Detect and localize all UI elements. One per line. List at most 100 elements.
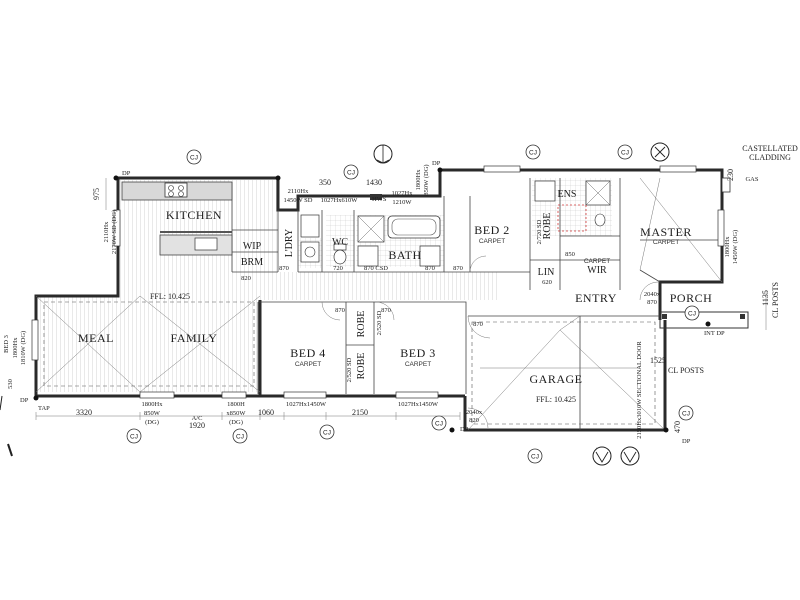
dim-master-window-w: 1450W (DG) xyxy=(732,230,739,264)
dim-ens-door: 850 xyxy=(565,251,575,258)
vanity xyxy=(357,245,441,267)
room-label-kitchen: KITCHEN xyxy=(166,208,222,222)
dim-1135: 1135 xyxy=(761,290,770,306)
dim-2150: 2150 xyxy=(352,408,368,417)
hws-label: HWS xyxy=(372,196,387,203)
cj-label: CJ xyxy=(435,421,443,428)
castellated-note-2: CLADDING xyxy=(749,153,791,162)
dim-bed2-window-h: 1800Hx xyxy=(415,169,422,191)
dim-wc-door: 720 xyxy=(333,265,343,272)
dim-1920: 1920 xyxy=(189,421,205,430)
dim-350: 350 xyxy=(319,178,331,187)
edge-mark xyxy=(7,443,13,457)
dim-3320: 3320 xyxy=(76,408,92,417)
dim-garage-rear-door-h: 2040x xyxy=(466,409,483,416)
north-point-bottom xyxy=(592,446,640,466)
room-label-robe-bed3: ROBE xyxy=(356,353,367,380)
bed2-floor-finish: CARPET xyxy=(479,238,505,245)
room-label-entry: ENTRY xyxy=(575,291,617,305)
dim-entry-door-w: 870 xyxy=(647,299,657,306)
dim-window-b1-w: 850W xyxy=(144,410,161,417)
laundry-tub xyxy=(300,214,320,263)
bathtub xyxy=(387,215,441,239)
dim-bed3-door: 870 xyxy=(381,307,391,314)
bed4-floor-finish: CARPET xyxy=(295,361,321,368)
dim-470: 470 xyxy=(673,421,682,433)
porch-beam xyxy=(659,311,749,329)
dim-meal-window-w: 1810W (DG) xyxy=(20,331,27,365)
dim-window-b1-dg: (DG) xyxy=(145,419,159,426)
cj-label: CJ xyxy=(621,150,629,157)
dim-bath-window-w: 1210W xyxy=(392,199,412,206)
downpipes xyxy=(33,167,711,433)
cl-posts-bottom: CL POSTS xyxy=(668,366,704,375)
cj-label: CJ xyxy=(190,155,198,162)
dim-robe3-door: 2/520 SD xyxy=(346,357,353,382)
cl-posts-right: CL POSTS xyxy=(771,282,780,318)
dim-kitchen-window-w: 2170W SD (DG) xyxy=(111,210,118,254)
room-label-bed4: BED 4 xyxy=(290,346,326,360)
dim-1525: 1525 xyxy=(650,356,666,365)
gas-meter xyxy=(721,177,731,193)
toilet xyxy=(333,243,347,265)
room-label-master: MASTER xyxy=(640,225,692,239)
dim-wip-door: 820 xyxy=(241,275,251,282)
shower xyxy=(357,215,385,243)
dim-975: 975 xyxy=(92,188,101,200)
hws-unit xyxy=(370,194,382,200)
room-label-bath: BATH xyxy=(388,248,421,262)
cj-label: CJ xyxy=(236,434,244,441)
cj-label: CJ xyxy=(130,434,138,441)
room-label-lin: LIN xyxy=(538,267,555,278)
windows xyxy=(31,165,725,399)
dim-robe4-door: 2/520 SD xyxy=(376,310,383,335)
wir-floor-finish: CARPET xyxy=(584,258,610,265)
dim-wc-window: 1027Hx610W xyxy=(321,197,359,204)
room-label-wip: WIP xyxy=(243,241,262,252)
cj-label: CJ xyxy=(531,454,539,461)
dp-label: DP xyxy=(460,426,469,433)
dim-sectional-door: 2150Hx3010W SECTIONAL DOOR xyxy=(636,341,643,439)
cj-label: CJ xyxy=(323,430,331,437)
north-point-right xyxy=(650,142,670,162)
dp-label: DP xyxy=(122,170,131,177)
dp-label: DP xyxy=(682,438,691,445)
dim-window-b2-w: x850W xyxy=(226,410,246,417)
dim-bed4-window: 1027Hx1450W xyxy=(286,401,327,408)
roof-lines xyxy=(35,177,723,431)
room-label-family: FAMILY xyxy=(171,331,218,345)
dim-entry-door-h: 2040x xyxy=(644,291,661,298)
dim-garage-door: 870 xyxy=(473,321,483,328)
dim-bed3-window: 1027Hx1450W xyxy=(398,401,439,408)
cj-label: CJ xyxy=(347,170,355,177)
dim-kitchen-window-h: 2110Hx xyxy=(103,221,110,242)
dim-meal-window-h: 1800Hx xyxy=(12,337,19,359)
room-label-ens: ENS xyxy=(558,189,577,200)
dim-bed2-window-w: 850W (DG) xyxy=(423,164,430,195)
cj-markers: CJ CJ CJ CJ CJ CJ CJ CJ CJ CJ CJ xyxy=(126,144,700,464)
gas-label: GAS xyxy=(745,176,758,183)
dim-master-window-h: 1800Hx xyxy=(724,236,731,258)
dim-window-w: 1450W SD xyxy=(284,197,313,204)
garage-ffl: FFL: 10.425 xyxy=(536,395,576,404)
master-floor-finish: CARPET xyxy=(653,239,679,246)
side-bed3-label: BED 3 xyxy=(3,335,10,353)
dim-window-h: 2110Hx xyxy=(288,188,309,195)
castellated-note: CASTELLATED xyxy=(742,144,798,153)
dim-1430: 1430 xyxy=(366,178,382,187)
dp-label: DP xyxy=(432,160,441,167)
room-label-porch: PORCH xyxy=(670,291,713,305)
cj-label: CJ xyxy=(682,411,690,418)
dim-bath-window-h: 1027Hx xyxy=(392,190,414,197)
room-label-wir: WIR xyxy=(587,265,607,276)
meal-family-floor xyxy=(38,282,260,392)
kitchen-bench xyxy=(121,181,233,256)
tap-label: TAP xyxy=(38,405,50,412)
room-label-garage: GARAGE xyxy=(530,372,583,386)
int-dp-label: INT DP xyxy=(704,330,725,337)
dim-230: 230 xyxy=(726,169,735,181)
room-label-bed2: BED 2 xyxy=(474,223,510,237)
dim-1060: 1060 xyxy=(258,408,274,417)
dim-530: 530 xyxy=(7,379,14,389)
edge-mark xyxy=(0,395,3,411)
